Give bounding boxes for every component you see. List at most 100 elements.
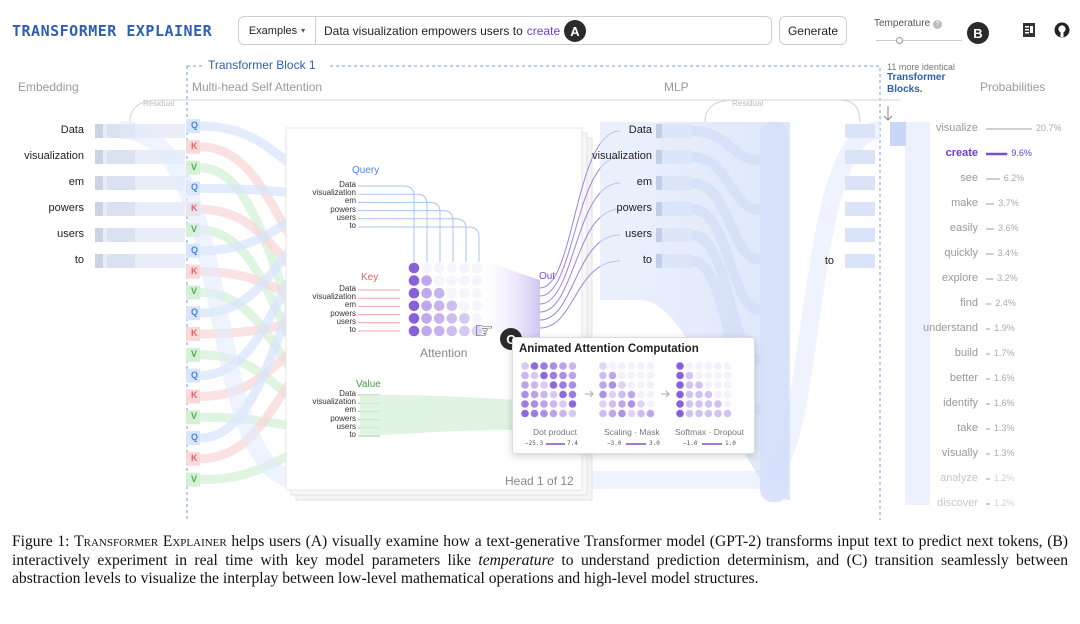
- attention-cell: [459, 325, 470, 337]
- popup-matrix-cell: [627, 390, 636, 399]
- popup-matrix-cell: [568, 362, 577, 370]
- key-label: Key: [361, 272, 379, 283]
- attention-token-label: to: [349, 430, 356, 439]
- last-token: to: [824, 255, 834, 267]
- qkv-letter-k: K: [191, 390, 198, 401]
- popup-matrix-cell: [723, 409, 732, 418]
- attention-cell: [471, 313, 483, 324]
- prediction-word[interactable]: understand: [922, 322, 978, 334]
- prediction-word[interactable]: build: [954, 347, 978, 359]
- paper-icon[interactable]: [1022, 22, 1036, 38]
- qkv-letter-v: V: [191, 286, 198, 297]
- popup-matrix-cell: [549, 409, 558, 418]
- prediction-word[interactable]: visually: [941, 447, 978, 459]
- head-indicator[interactable]: Head 1 of 12: [505, 474, 574, 488]
- qkv-cell: [186, 139, 200, 154]
- prediction-word[interactable]: identify: [943, 397, 978, 409]
- qkv-letter-v: V: [191, 411, 198, 422]
- prompt-input[interactable]: Data visualization empowers users to cre…: [316, 16, 772, 45]
- popup-matrix-cell: [676, 371, 684, 380]
- github-icon[interactable]: [1054, 22, 1070, 38]
- prediction-word[interactable]: make: [951, 197, 978, 209]
- attention-cell: [471, 275, 483, 286]
- popup-matrix-cell: [618, 371, 626, 380]
- range-min-scale: −3.0: [607, 440, 622, 447]
- qkv-letter-v: V: [191, 473, 198, 484]
- more-blocks-arrow: [883, 106, 893, 121]
- prediction-word[interactable]: visualize: [935, 122, 978, 134]
- attention-token-label: powers: [330, 413, 356, 423]
- probability-bars: [986, 128, 1032, 505]
- attention-popup[interactable]: Animated Attention Computation Dot produ…: [512, 337, 755, 454]
- popup-matrix-cell: [608, 409, 617, 418]
- popup-matrix-cell: [627, 409, 636, 418]
- attention-cell: [408, 262, 420, 274]
- generate-button[interactable]: Generate: [779, 16, 847, 45]
- popup-matrix-cell: [646, 371, 655, 380]
- embedding-bands: [95, 124, 185, 268]
- examples-label: Examples: [248, 24, 298, 37]
- qkv-cell: [186, 368, 200, 383]
- value-band: [360, 395, 520, 435]
- range-max-dot: 7.4: [567, 440, 578, 447]
- prediction-word[interactable]: easily: [949, 222, 978, 234]
- prediction-percent: 1.3%: [994, 423, 1015, 433]
- residual-label-right: Residual: [732, 99, 764, 108]
- qkv-cell: [186, 410, 200, 425]
- block-label[interactable]: Transformer Block 1: [208, 58, 316, 72]
- more-blocks-link[interactable]: Transformer Blocks.: [887, 72, 946, 95]
- attention-token-label: em: [344, 196, 356, 206]
- embedding-cell: [107, 202, 135, 216]
- attention-matrix[interactable]: [408, 262, 488, 347]
- prediction-word[interactable]: see: [960, 172, 978, 184]
- qkv-letter-k: K: [191, 140, 198, 151]
- attention-cell: [433, 275, 445, 286]
- prediction-word[interactable]: create: [945, 147, 978, 159]
- residual-arc-left: [129, 99, 900, 123]
- prediction-word[interactable]: take: [957, 422, 978, 434]
- prediction-percent: 1.2%: [994, 473, 1015, 483]
- mlp-input-band: [656, 150, 692, 164]
- popup-matrix-cell: [714, 362, 722, 370]
- attention-token-label: Data: [339, 389, 356, 398]
- attention-cell: [433, 262, 445, 274]
- step-label-softmax: Softmax · Dropout: [675, 427, 744, 437]
- embedding-token: powers: [48, 202, 84, 214]
- prediction-word[interactable]: better: [949, 372, 978, 384]
- popup-matrix-cell: [559, 409, 567, 418]
- popup-matrix-cell: [646, 362, 655, 370]
- qkv-letter-v: V: [191, 224, 198, 234]
- popup-matrix-cell: [568, 371, 577, 380]
- mlp-token: powers: [616, 202, 652, 214]
- mlp-cell: [656, 228, 662, 242]
- attention-header: Multi-head Self Attention: [192, 80, 323, 94]
- slider-thumb[interactable]: [895, 37, 903, 44]
- prediction-word[interactable]: find: [960, 297, 978, 309]
- prediction-word[interactable]: quickly: [944, 247, 978, 259]
- prediction-word[interactable]: discover: [937, 497, 978, 509]
- prediction-percent: 1.6%: [994, 373, 1015, 383]
- prob-fan: [905, 122, 930, 505]
- temperature-slider[interactable]: [876, 37, 962, 44]
- prediction-percent: 3.2%: [997, 273, 1018, 283]
- attention-cell: [408, 300, 420, 312]
- attention-cell: [471, 262, 483, 274]
- arrow-icon: [585, 390, 594, 398]
- attention-token-label: powers: [330, 204, 356, 214]
- attention-token-label: em: [344, 405, 356, 415]
- popup-matrix-cell: [695, 409, 703, 418]
- popup-matrix-cell: [704, 400, 713, 408]
- attention-cell: [459, 275, 470, 286]
- mlp-output-band: [845, 202, 875, 216]
- residual-label-left: Residual: [143, 99, 175, 108]
- prediction-word[interactable]: explore: [941, 272, 978, 284]
- popup-matrix-cell: [549, 362, 558, 370]
- qkv-cell: [186, 327, 200, 341]
- examples-dropdown[interactable]: Examples ▾: [238, 16, 316, 45]
- attention-token-label: Data: [339, 180, 356, 189]
- qkv-letter-q: Q: [191, 307, 199, 318]
- popup-matrix-cell: [704, 381, 713, 389]
- embedding-cell: [107, 150, 135, 164]
- prediction-word[interactable]: analyze: [940, 472, 978, 484]
